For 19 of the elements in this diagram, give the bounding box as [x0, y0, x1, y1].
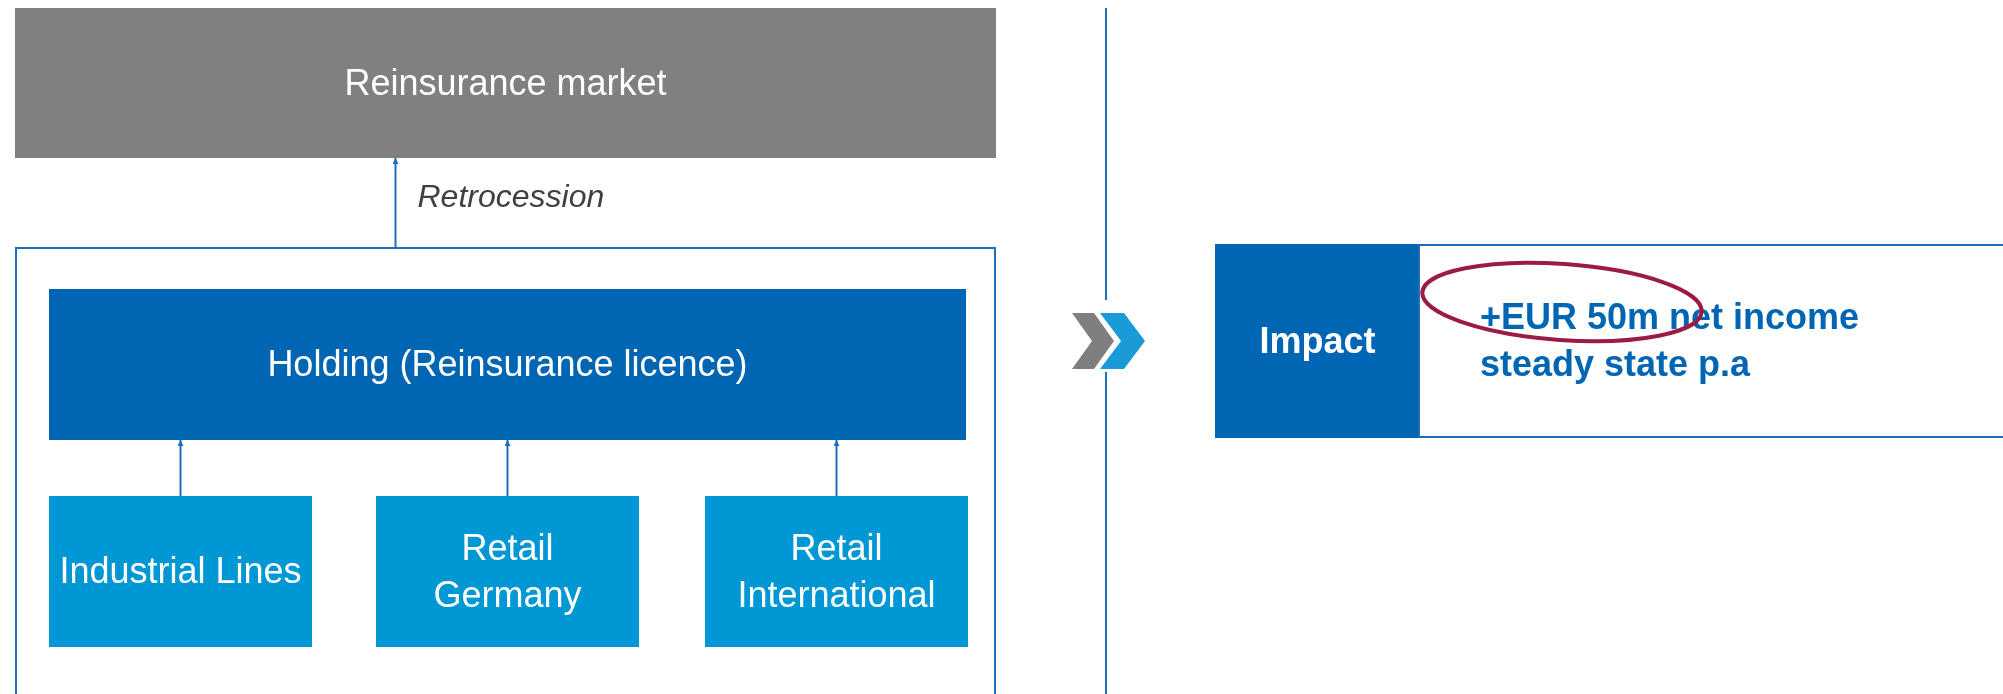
arrow	[504, 439, 511, 497]
segment-box	[376, 496, 639, 647]
node-label: Holding (Reinsurance licence)	[267, 342, 748, 387]
impact-box	[1215, 244, 1420, 438]
node-label: Industrial Lines	[59, 549, 302, 594]
impact-text-box	[1418, 244, 2003, 438]
arrow	[833, 439, 840, 497]
edge-label: Retrocession	[417, 178, 605, 215]
impact-text: Impact	[1259, 318, 1376, 363]
node-label: Retail International	[736, 525, 937, 617]
market-box	[15, 8, 996, 158]
arrow	[392, 157, 399, 248]
arrow	[177, 439, 184, 497]
node-label: Retail Germany	[432, 525, 583, 617]
segment-box	[49, 496, 312, 647]
holding-box	[49, 289, 966, 440]
segment-box	[705, 496, 968, 647]
group-frame	[15, 247, 996, 694]
node-label: Reinsurance market	[344, 60, 667, 105]
